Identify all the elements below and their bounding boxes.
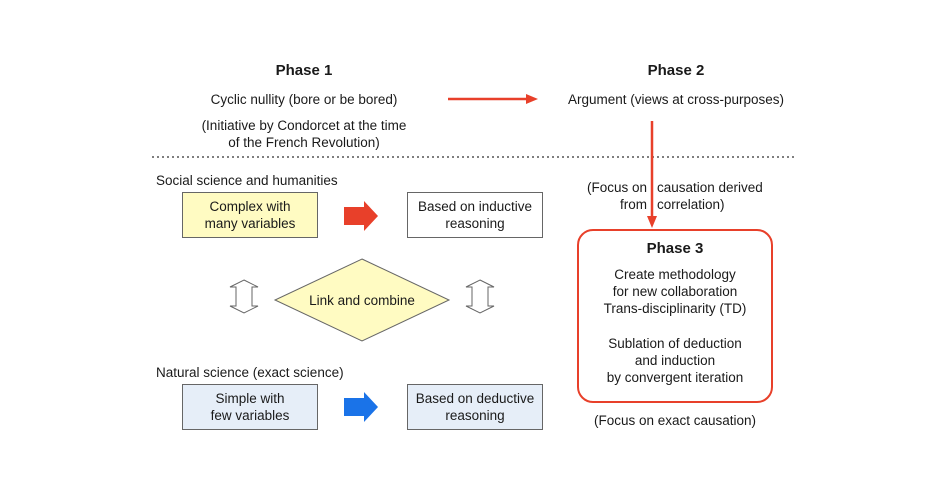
phase2-to-phase3-arrow-icon [647, 121, 657, 228]
social-science-heading: Social science and humanities [156, 173, 338, 188]
phase3-title: Phase 3 [646, 240, 704, 257]
inductive-reasoning-box: Based on inductive reasoning [407, 192, 543, 238]
phase1-to-phase2-arrow-icon [448, 94, 538, 104]
phase3-sublation-text: Sublation of deduction and induction by … [606, 336, 744, 385]
phase2-argument: Argument (views at cross-purposes) [567, 92, 785, 107]
phase1-note: (Initiative by Condorcet at the time of … [201, 118, 407, 150]
natural-science-heading: Natural science (exact science) [156, 365, 344, 380]
focus-causation-left-top: (Focus on [586, 180, 647, 195]
focus-exact-causation: (Focus on exact causation) [593, 413, 757, 428]
focus-causation-right-bottom: correlation) [657, 197, 725, 212]
complex-variables-box: Complex with many variables [182, 192, 318, 238]
social-block-arrow-icon [344, 201, 378, 231]
deductive-reasoning-box: Based on deductive reasoning [407, 384, 543, 430]
phase1-title: Phase 1 [275, 62, 333, 79]
phase1-cyclic-nullity: Cyclic nullity (bore or be bored) [210, 92, 398, 107]
focus-causation-right-top: causation derived [657, 180, 763, 195]
phase3-box [577, 229, 773, 403]
phase2-title: Phase 2 [647, 62, 705, 79]
few-variables-box: Simple with few variables [182, 384, 318, 430]
phase3-methodology-text: Create methodology for new collaboration… [603, 267, 747, 316]
focus-causation-left-bottom: from [620, 197, 647, 212]
link-combine-label: Link and combine [309, 293, 415, 308]
link-combine-diamond [273, 258, 451, 342]
left-double-arrow-icon [229, 279, 259, 314]
natural-block-arrow-icon [344, 392, 378, 422]
right-double-arrow-icon [465, 279, 495, 314]
